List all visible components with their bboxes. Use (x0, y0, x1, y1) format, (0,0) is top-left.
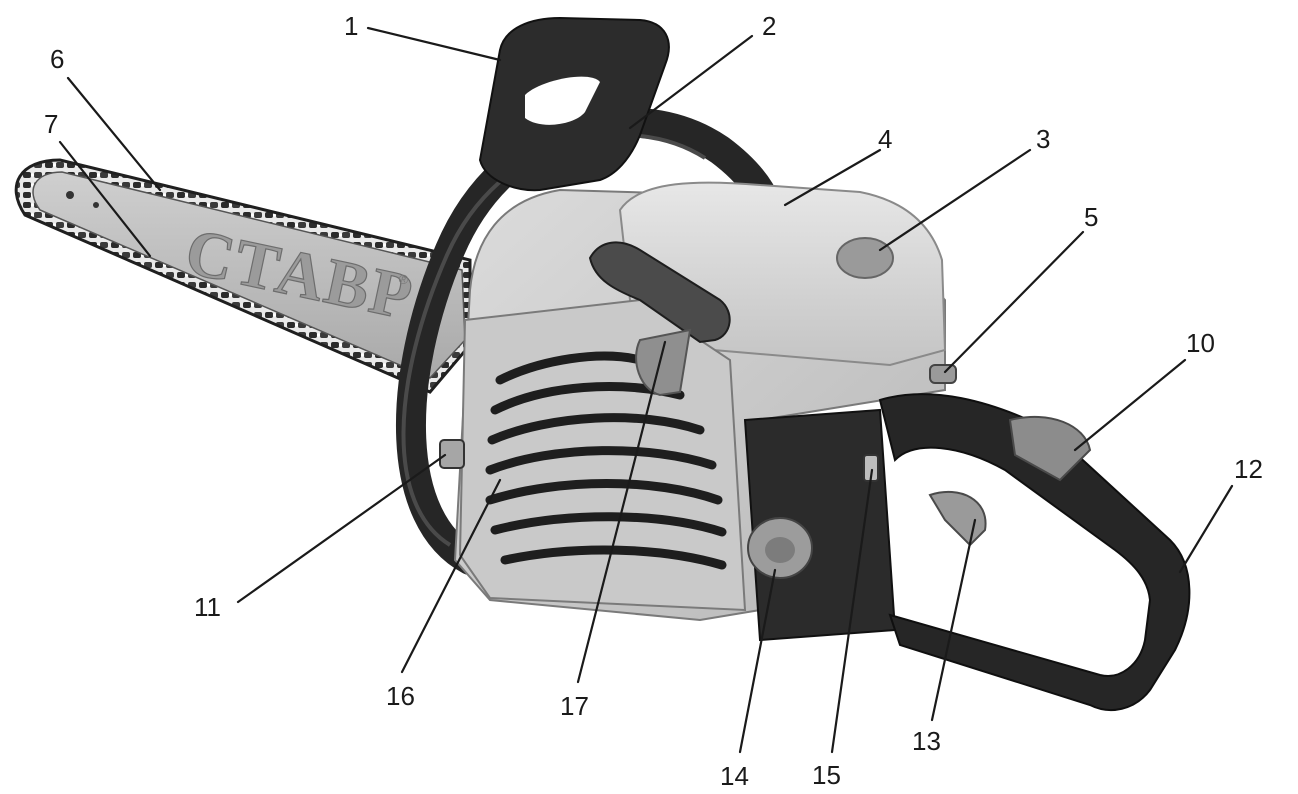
leader-6 (66, 76, 162, 192)
bar-nose-rivet-1 (66, 191, 74, 199)
leader-16 (400, 478, 502, 674)
callout-4: 4 (878, 124, 892, 154)
choke-lever (929, 364, 957, 384)
leader-17 (576, 340, 667, 684)
leader-2 (628, 34, 754, 130)
leader-15 (830, 468, 874, 754)
brand-registered-mark: ® (397, 271, 410, 288)
leader-4 (783, 148, 882, 207)
callout-10: 10 (1186, 328, 1215, 358)
leader-11 (236, 453, 447, 604)
guide-bar (32, 171, 466, 379)
callout-numbers: 1 2 3 4 5 6 7 10 11 12 13 14 15 16 17 (44, 11, 1263, 791)
leader-10 (1073, 358, 1187, 452)
leader-lines (58, 26, 1234, 754)
callout-12: 12 (1234, 454, 1263, 484)
starter-cover (458, 298, 747, 612)
starter-grip (588, 241, 731, 344)
leader-14 (738, 568, 777, 754)
fuel-cap-center (765, 537, 795, 563)
throttle-lockout (1008, 415, 1092, 482)
leader-1 (366, 26, 502, 62)
leader-7 (58, 140, 152, 258)
callout-6: 6 (50, 44, 64, 74)
bar-nose-rivet-2 (93, 202, 99, 208)
callout-2: 2 (762, 11, 776, 41)
brake-lever-slot (525, 76, 600, 125)
cover-knob (836, 237, 894, 279)
leader-12 (1178, 484, 1234, 574)
leader-13 (930, 518, 977, 722)
callout-1: 1 (344, 11, 358, 41)
callout-3: 3 (1036, 124, 1050, 154)
callout-15: 15 (812, 760, 841, 790)
callout-16: 16 (386, 681, 415, 711)
chain-tensioner (439, 439, 465, 469)
callout-13: 13 (912, 726, 941, 756)
leader-5 (943, 230, 1085, 374)
guide-bar-group: СТАВР ® (14, 158, 472, 394)
starter-grip-stem (635, 328, 692, 397)
callout-14: 14 (720, 761, 749, 791)
callout-11: 11 (194, 592, 221, 622)
throttle-trigger (928, 490, 987, 547)
callout-17: 17 (560, 691, 589, 721)
leader-3 (878, 148, 1032, 252)
callout-5: 5 (1084, 202, 1098, 232)
callout-7: 7 (44, 109, 58, 139)
